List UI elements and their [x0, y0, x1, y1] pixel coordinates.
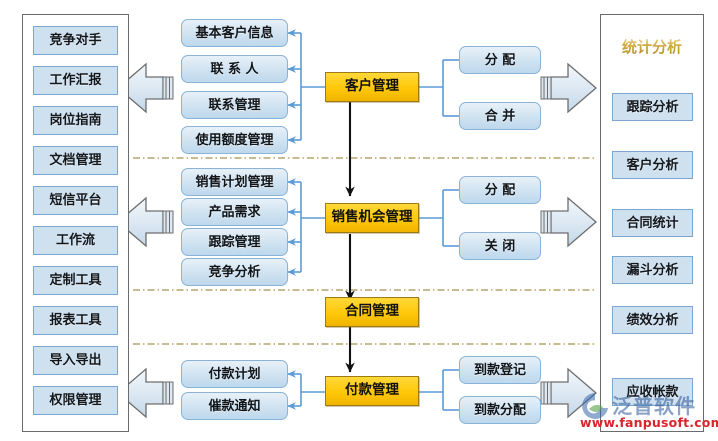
band2-item-tracking-management[interactable]: 跟踪管理: [181, 228, 288, 256]
band4-right-links: [419, 369, 459, 411]
right-panel-title: 统计分析: [600, 36, 704, 57]
block-arrow-right-tail: [540, 76, 552, 405]
right-item-receivables[interactable]: 应收帐款: [612, 378, 693, 406]
band1-left-links: [287, 29, 325, 144]
band2-item-product-requirement[interactable]: 产品需求: [181, 198, 288, 226]
right-item-performance-analysis[interactable]: 绩效分析: [612, 306, 693, 334]
band2-item-close[interactable]: 关 闭: [459, 232, 541, 260]
left-item-custom-tools[interactable]: 定制工具: [33, 266, 118, 295]
band1-item-contact-management[interactable]: 联系管理: [181, 91, 288, 119]
left-item-sms-platform[interactable]: 短信平台: [33, 186, 118, 215]
hub-contract-management[interactable]: 合同管理: [325, 297, 419, 327]
band1-item-contact-person[interactable]: 联 系 人: [181, 55, 288, 83]
hub-customer-management[interactable]: 客户管理: [325, 72, 419, 102]
left-item-work-report[interactable]: 工作汇报: [33, 66, 118, 95]
band1-item-merge[interactable]: 合 并: [459, 102, 541, 130]
right-item-tracking-analysis[interactable]: 跟踪分析: [612, 93, 693, 121]
band2-item-sales-plan-management[interactable]: 销售计划管理: [181, 168, 288, 196]
band2-item-assign[interactable]: 分 配: [459, 176, 541, 204]
band2-right-links: [419, 189, 459, 247]
block-arrow-left-tail: [162, 76, 174, 405]
band1-item-credit-limit-management[interactable]: 使用额度管理: [181, 126, 288, 154]
left-item-report-tools[interactable]: 报表工具: [33, 306, 118, 335]
left-item-permission-management[interactable]: 权限管理: [33, 386, 118, 415]
left-item-post-guide[interactable]: 岗位指南: [33, 106, 118, 135]
left-item-competitor[interactable]: 竞争对手: [33, 26, 118, 55]
band4-left-links: [287, 370, 325, 410]
right-item-contract-statistics[interactable]: 合同统计: [612, 209, 693, 237]
band1-item-assign[interactable]: 分 配: [459, 46, 541, 74]
band2-item-competitive-analysis[interactable]: 竞争分析: [181, 258, 288, 286]
left-item-workflow[interactable]: 工作流: [33, 226, 118, 255]
band4-item-receipt-allocation[interactable]: 到款分配: [459, 396, 541, 424]
hub-sales-opportunity-management[interactable]: 销售机会管理: [325, 203, 419, 233]
band1-right-links: [419, 59, 459, 117]
band2-left-links: [287, 178, 325, 276]
right-item-customer-analysis[interactable]: 客户分析: [612, 151, 693, 179]
right-item-funnel-analysis[interactable]: 漏斗分析: [612, 256, 693, 284]
left-item-import-export[interactable]: 导入导出: [33, 346, 118, 375]
hub-payment-management[interactable]: 付款管理: [325, 376, 419, 406]
band4-item-payment-reminder[interactable]: 催款通知: [181, 392, 288, 420]
block-arrow-right: [550, 62, 597, 419]
left-item-document-management[interactable]: 文档管理: [33, 146, 118, 175]
band4-item-receipt-registration[interactable]: 到款登记: [459, 356, 541, 384]
band1-item-basic-customer-info[interactable]: 基本客户信息: [181, 19, 288, 47]
band4-item-payment-plan[interactable]: 付款计划: [181, 360, 288, 388]
